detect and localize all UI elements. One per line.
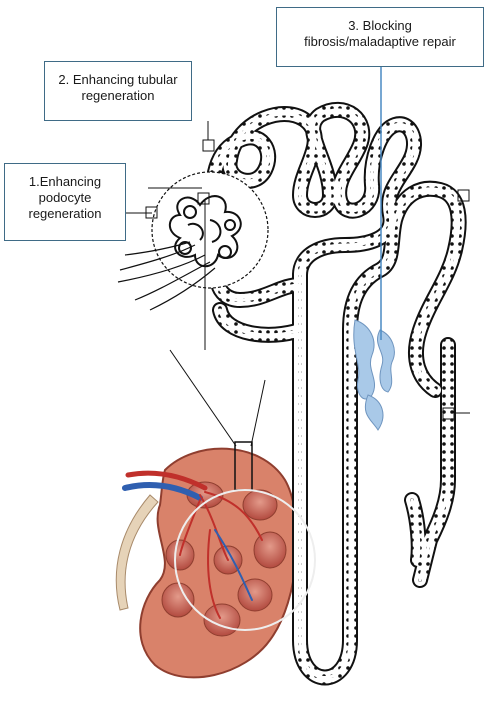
callout-3-line-1: 3. Blocking	[283, 18, 477, 34]
callout-3-line-2: fibrosis/maladaptive repair	[283, 34, 477, 50]
kidney	[116, 442, 297, 677]
zoom-lines	[170, 350, 265, 446]
bowmans-capsule	[152, 172, 268, 288]
callout-podocyte-regeneration: 1.Enhancing podocyte regeneration	[4, 163, 126, 241]
callout-1-line-3: regeneration	[11, 206, 119, 222]
callout-tubular-regeneration: 2. Enhancing tubular regeneration	[44, 61, 192, 121]
glomerulus	[118, 172, 268, 350]
callout-1-line-1: 1.Enhancing	[11, 174, 119, 190]
fibrosis-region	[354, 320, 395, 430]
callout-2-line-1: 2. Enhancing tubular	[51, 72, 185, 88]
callout-blocking-fibrosis: 3. Blocking fibrosis/maladaptive repair	[276, 7, 484, 67]
callout-1-line-2: podocyte	[11, 190, 119, 206]
callout-2-line-2: regeneration	[51, 88, 185, 104]
